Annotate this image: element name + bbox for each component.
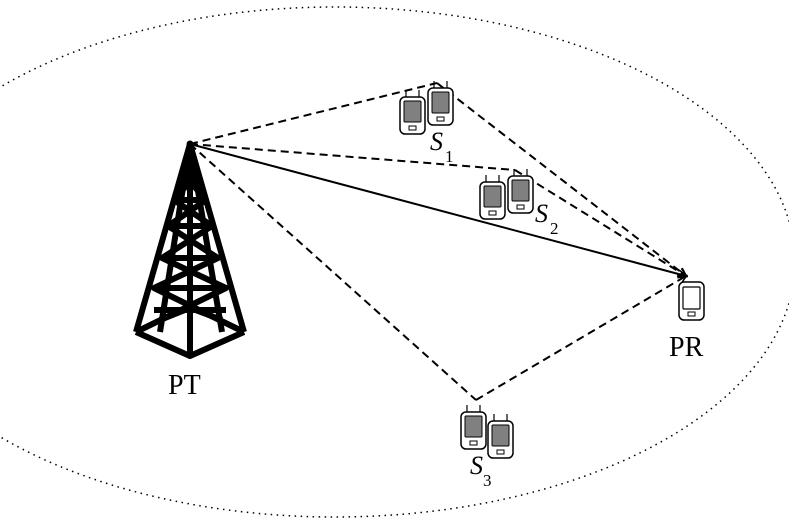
link-pt-pr bbox=[189, 143, 686, 276]
coverage-area-ellipse bbox=[0, 6, 789, 518]
secondary-pair-2-icon bbox=[479, 169, 534, 220]
secondary-pair-2-label: S bbox=[535, 199, 548, 228]
pt-label: PT bbox=[168, 370, 201, 401]
transmitter-tower-icon bbox=[133, 140, 247, 359]
link-s1-pr bbox=[436, 82, 686, 276]
secondary-pair-1-label: S bbox=[430, 127, 443, 156]
link-s3-pr bbox=[475, 276, 686, 401]
link-s2-pr bbox=[514, 169, 686, 276]
link-pt-s2 bbox=[189, 143, 516, 171]
secondary-pair-1-icon bbox=[399, 81, 454, 135]
secondary-pair-1-subscript: 1 bbox=[445, 147, 454, 166]
link-pt-s3 bbox=[189, 143, 477, 401]
link-pt-s1 bbox=[189, 82, 438, 145]
secondary-pair-3-label: S bbox=[470, 451, 483, 480]
primary-receiver-phone-icon bbox=[678, 281, 705, 321]
secondary-pair-3-icon bbox=[460, 405, 514, 459]
links bbox=[189, 82, 686, 401]
pr-label: PR bbox=[669, 332, 704, 363]
secondary-pair-3-subscript: 3 bbox=[483, 471, 492, 490]
secondary-pair-2-subscript: 2 bbox=[550, 219, 559, 238]
